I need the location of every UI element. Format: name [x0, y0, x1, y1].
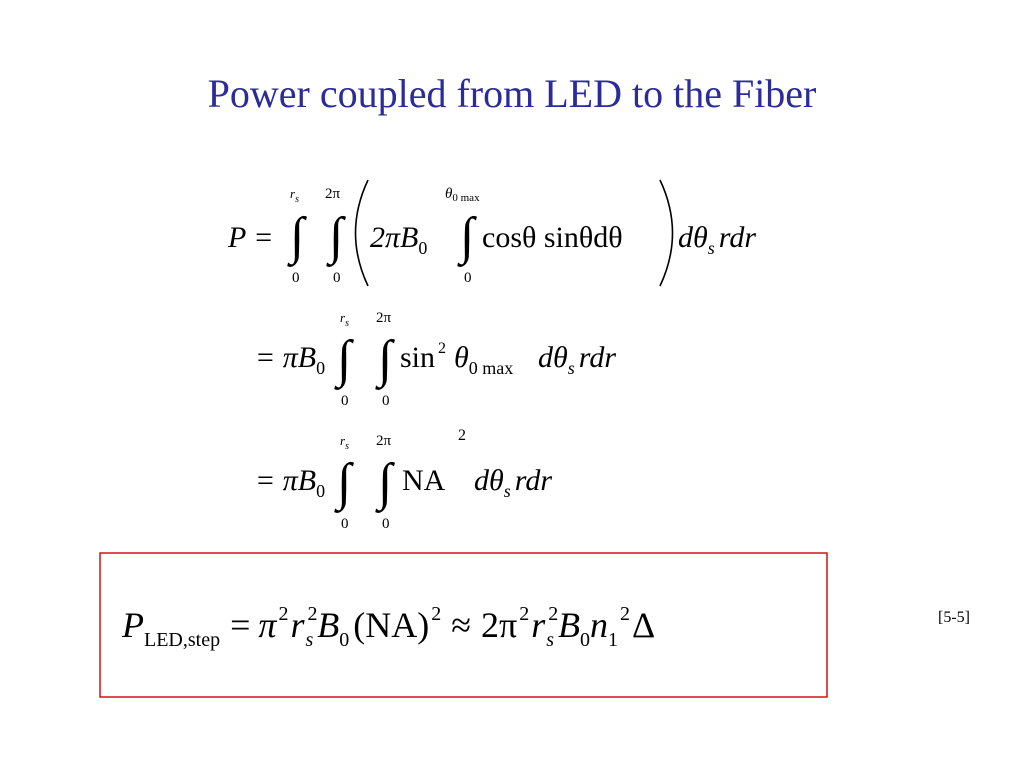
result-box	[99, 552, 828, 698]
eq1-right-paren	[659, 179, 674, 287]
eq1-left-paren	[354, 179, 369, 287]
equation-reference: [5-5]	[938, 609, 970, 626]
eq1-coefficient: 2πB0	[370, 221, 427, 258]
eq3-int1-lower: 0	[341, 516, 349, 532]
eq2-lhs: = πB0	[255, 341, 325, 378]
eq3-int1-upper: rs	[340, 433, 349, 452]
eq3-na: NA	[402, 464, 446, 497]
eq3-lhs: = πB0	[255, 464, 325, 501]
eq1-int2-lower: 0	[333, 270, 341, 286]
equation-1: P = rs ∫ 0 2π ∫ 0 2πB0 θ0 max ∫ 0 cosθ s…	[227, 179, 756, 287]
eq3-integral-1: ∫	[334, 454, 354, 513]
eq3-integral-2: ∫	[375, 454, 395, 513]
eq2-integral-1: ∫	[334, 331, 354, 390]
eq1-int1-upper: rs	[290, 186, 299, 205]
eq3-na-exponent: 2	[458, 427, 466, 444]
slide-title: Power coupled from LED to the Fiber	[207, 71, 817, 116]
eq1-integrand: cosθ sinθdθ	[482, 221, 623, 254]
eq1-int3-lower: 0	[464, 270, 472, 286]
eq2-int2-upper: 2π	[376, 310, 392, 326]
eq1-integral-2: ∫	[326, 208, 346, 267]
eq2-int1-lower: 0	[341, 393, 349, 409]
eq1-lhs: P =	[227, 221, 274, 254]
eq1-int2-upper: 2π	[325, 186, 341, 202]
eq3-int2-upper: 2π	[376, 433, 392, 449]
eq1-int3-upper: θ0 max	[445, 186, 480, 204]
eq2-int2-lower: 0	[382, 393, 390, 409]
eq3-int2-lower: 0	[382, 516, 390, 532]
eq1-int1-lower: 0	[292, 270, 300, 286]
eq2-integral-2: ∫	[375, 331, 395, 390]
eq2-int1-upper: rs	[340, 310, 349, 329]
eq1-integral-1: ∫	[287, 208, 307, 267]
eq1-integral-3: ∫	[457, 208, 477, 267]
